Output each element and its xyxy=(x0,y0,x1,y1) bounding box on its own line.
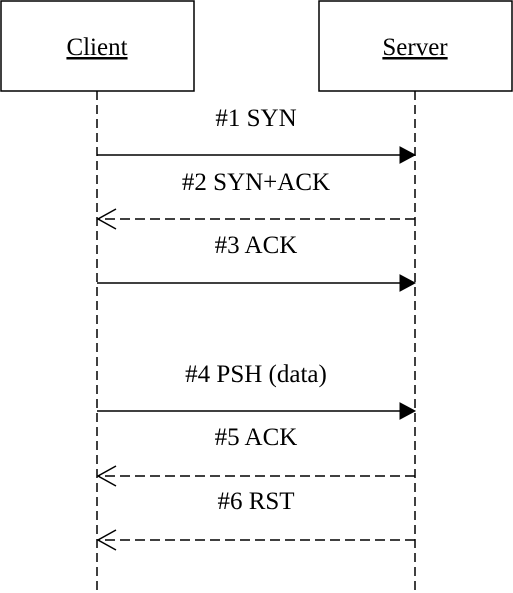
client-actor: Client xyxy=(0,0,195,92)
message-label: #5 ACK xyxy=(215,424,298,451)
arrowhead-filled-icon xyxy=(399,402,417,420)
arrowhead-filled-icon xyxy=(399,146,417,164)
arrowhead-open-icon xyxy=(96,208,117,230)
message-syn-ack: #2 SYN+ACK xyxy=(96,169,415,230)
message-psh-data: #4 PSH (data) xyxy=(97,361,417,420)
message-ack: #3 ACK xyxy=(97,232,417,292)
arrowhead-open-icon xyxy=(96,465,117,487)
message-label: #3 ACK xyxy=(215,232,298,259)
message-label: #1 SYN xyxy=(215,105,296,132)
message-label: #4 PSH (data) xyxy=(185,361,327,388)
server-actor: Server xyxy=(318,0,513,92)
arrowhead-open-icon xyxy=(96,529,117,551)
arrowhead-filled-icon xyxy=(399,274,417,292)
message-rst: #6 RST xyxy=(96,488,415,551)
message-label: #6 RST xyxy=(217,488,294,515)
message-label: #2 SYN+ACK xyxy=(182,169,330,196)
server-label: Server xyxy=(382,34,448,61)
message-syn: #1 SYN xyxy=(97,105,417,164)
client-label: Client xyxy=(66,34,127,61)
message-ack-data: #5 ACK xyxy=(96,424,415,487)
